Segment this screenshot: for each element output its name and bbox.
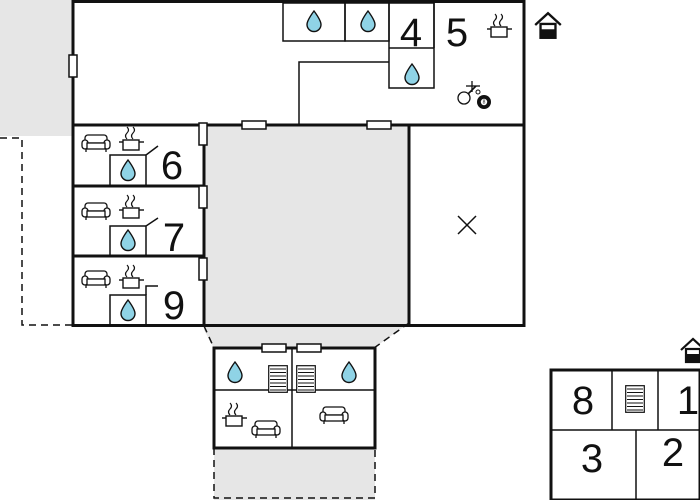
room-label-1: 1 <box>677 379 699 423</box>
room-label-7: 7 <box>163 216 185 260</box>
water-drop-icon <box>120 299 136 322</box>
water-drop-icon <box>360 10 376 33</box>
water-drop-icon <box>306 10 322 33</box>
cooking-pot-icon <box>221 402 248 427</box>
window <box>68 54 78 78</box>
water-drop-icon <box>120 229 136 252</box>
room-label-6: 6 <box>161 144 183 188</box>
room-label-4: 4 <box>400 11 422 55</box>
open-space-marker <box>457 215 477 235</box>
terrace-areas <box>0 0 409 500</box>
billiard-icon <box>477 95 491 109</box>
stairs-icon <box>268 365 288 393</box>
water-drop-icon <box>227 361 243 384</box>
annex-outline <box>212 346 377 450</box>
sofa-icon <box>81 134 111 153</box>
dashed-outlines <box>0 137 410 499</box>
sofa-icon <box>319 406 349 425</box>
room-label-9: 9 <box>163 284 185 328</box>
room-labels: 4 5 6 7 9 8 1 3 2 <box>161 11 699 481</box>
sofa-icon <box>251 420 281 439</box>
cooking-pot-icon <box>118 194 145 219</box>
window <box>198 122 208 146</box>
interior-lines <box>109 2 700 500</box>
terrace-west <box>0 0 73 136</box>
stairs-icon <box>296 365 316 393</box>
sofa-icon <box>81 202 111 221</box>
terrace-south <box>214 448 375 500</box>
room-label-3: 3 <box>581 437 603 481</box>
house-entrance-icon <box>534 12 562 39</box>
window <box>261 343 287 353</box>
room-label-2: 2 <box>662 431 684 475</box>
courtyard <box>204 125 409 348</box>
sofa-icon <box>81 270 111 289</box>
window <box>198 185 208 209</box>
water-drop-icon <box>120 159 136 182</box>
window <box>296 343 322 353</box>
water-drop-icon <box>341 361 357 384</box>
window <box>241 120 267 130</box>
table-tennis-icon <box>457 80 481 105</box>
main-building-outline <box>71 0 526 327</box>
building-right-outline <box>549 368 700 500</box>
cooking-pot-icon <box>118 264 145 289</box>
cooking-pot-icon <box>118 126 145 151</box>
room-label-8: 8 <box>572 379 594 423</box>
cooking-pot-icon <box>486 13 513 38</box>
water-drop-icon <box>404 63 420 86</box>
window <box>198 257 208 281</box>
windows <box>68 54 392 353</box>
house-entrance-icon <box>679 337 700 364</box>
window <box>366 120 392 130</box>
stairs-icon <box>625 385 645 413</box>
room-label-5: 5 <box>446 11 468 55</box>
